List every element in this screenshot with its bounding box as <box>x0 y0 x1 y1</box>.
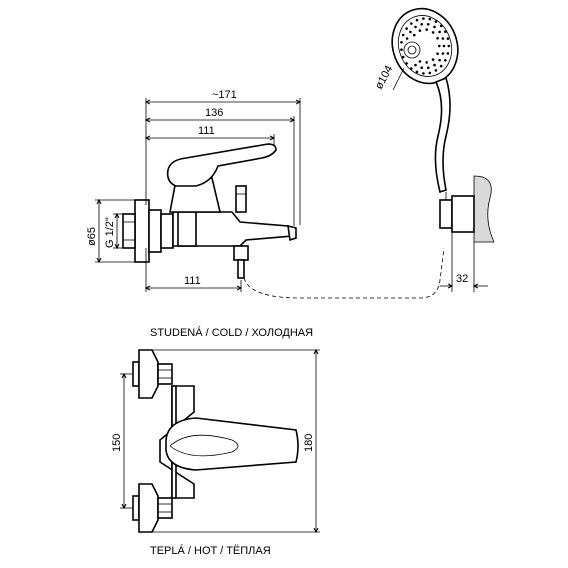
label-cold: STUDENÁ / COLD / ХОЛОДНАЯ <box>150 326 313 339</box>
cold-wall-pipe <box>132 361 140 387</box>
hot-flange <box>138 483 159 533</box>
nozzle-dot <box>433 25 436 29</box>
dim-150: 150 <box>111 434 123 452</box>
cold-flange <box>138 349 159 399</box>
nozzle-dot <box>422 17 425 20</box>
dim-spout-length: 136 <box>205 107 223 119</box>
nozzle-dot <box>400 41 403 44</box>
label-hot: TEPLÁ / HOT / ТЁПЛАЯ <box>150 544 271 557</box>
nozzle-dot <box>434 20 438 23</box>
nozzle-dot <box>401 33 405 37</box>
nozzle-dot <box>410 22 413 25</box>
nozzle-dot <box>446 37 450 40</box>
nozzle-dot <box>418 60 422 63</box>
nozzle-dot <box>422 72 425 75</box>
nozzle-dot <box>420 66 424 69</box>
nozzle-dot <box>444 30 447 33</box>
shower-head <box>391 7 459 194</box>
nozzle-dot <box>427 23 430 26</box>
dim-180: 180 <box>303 434 315 452</box>
hose-connector <box>233 245 249 261</box>
front-view: 150 180 STUDENÁ / COLD / ХОЛОДНАЯ TEPLÁ … <box>111 326 320 557</box>
side-view: ~171 136 111 111 ø65 G 1/2" ø104 32 <box>86 7 495 299</box>
nozzle-dot <box>428 71 432 75</box>
nozzle-dot <box>418 29 422 32</box>
nozzle-dot <box>431 58 435 61</box>
nozzle-dot <box>446 52 450 55</box>
front-dimensions <box>120 350 320 532</box>
nozzle-dot <box>441 37 445 40</box>
body-nut <box>177 211 197 247</box>
dim-flange-diameter: ø65 <box>86 227 98 246</box>
wall-section <box>473 175 495 243</box>
holder-base <box>451 195 475 233</box>
side-dimensions <box>95 67 488 292</box>
nozzle-dot <box>436 52 439 55</box>
nozzle-dot <box>433 63 436 67</box>
hot-nut <box>157 497 173 519</box>
nozzle-dot <box>414 63 417 67</box>
nozzle-dot <box>438 30 441 34</box>
nozzle-dot <box>400 48 403 51</box>
hose-thread <box>237 259 245 279</box>
nozzle-dot <box>427 66 430 69</box>
nozzle-dot <box>436 37 439 40</box>
nozzle-dot <box>439 24 443 28</box>
dim-outlet-distance: 111 <box>184 275 201 287</box>
mixer-lever <box>166 143 277 187</box>
nozzle-dot <box>415 18 419 22</box>
shower-hose <box>243 247 445 299</box>
nozzle-dot <box>431 31 435 34</box>
nozzle-dot <box>420 23 424 26</box>
nozzle-pattern <box>400 17 451 75</box>
nozzle-dot <box>413 33 416 37</box>
nozzle-dot <box>447 44 451 48</box>
wall-flange <box>134 199 150 263</box>
nozzle-dot <box>444 59 447 62</box>
shower-holder <box>439 175 495 243</box>
dim-overall-width: ~171 <box>212 89 237 101</box>
nozzle-dot <box>409 30 412 34</box>
nozzle-dot <box>410 67 413 70</box>
nozzle-dot <box>438 44 441 48</box>
dim-thread: G 1/2" <box>104 217 116 248</box>
spout-tip <box>287 224 297 242</box>
nozzle-dot <box>401 55 405 59</box>
nozzle-dot <box>428 17 432 21</box>
cold-nut <box>157 363 173 385</box>
connector-nut <box>160 213 174 249</box>
nozzle-dot <box>405 37 409 40</box>
nozzle-dot <box>425 61 429 64</box>
flange-collar <box>148 209 162 253</box>
inlet-pipe <box>122 213 136 249</box>
nozzle-dot <box>414 25 417 29</box>
nozzle-dot <box>425 28 429 31</box>
nozzle-dot <box>434 69 438 72</box>
dim-holder-offset: 32 <box>456 273 468 285</box>
dim-lever-length: 111 <box>198 125 215 137</box>
nozzle-dot <box>442 44 446 48</box>
nozzle-dot <box>438 58 441 62</box>
shower-handle <box>434 76 451 194</box>
nozzle-dot <box>405 27 408 30</box>
nozzle-dot <box>439 64 443 68</box>
nozzle-dot <box>405 62 408 65</box>
front-body-outline <box>159 385 195 499</box>
hot-wall-pipe <box>132 495 140 521</box>
diverter-knob <box>235 185 247 213</box>
nozzle-dot <box>441 52 445 55</box>
holder-bracket <box>439 199 453 229</box>
dim-shower-diameter: ø104 <box>373 64 395 92</box>
nozzle-dot <box>415 70 419 74</box>
front-lever <box>165 417 299 471</box>
